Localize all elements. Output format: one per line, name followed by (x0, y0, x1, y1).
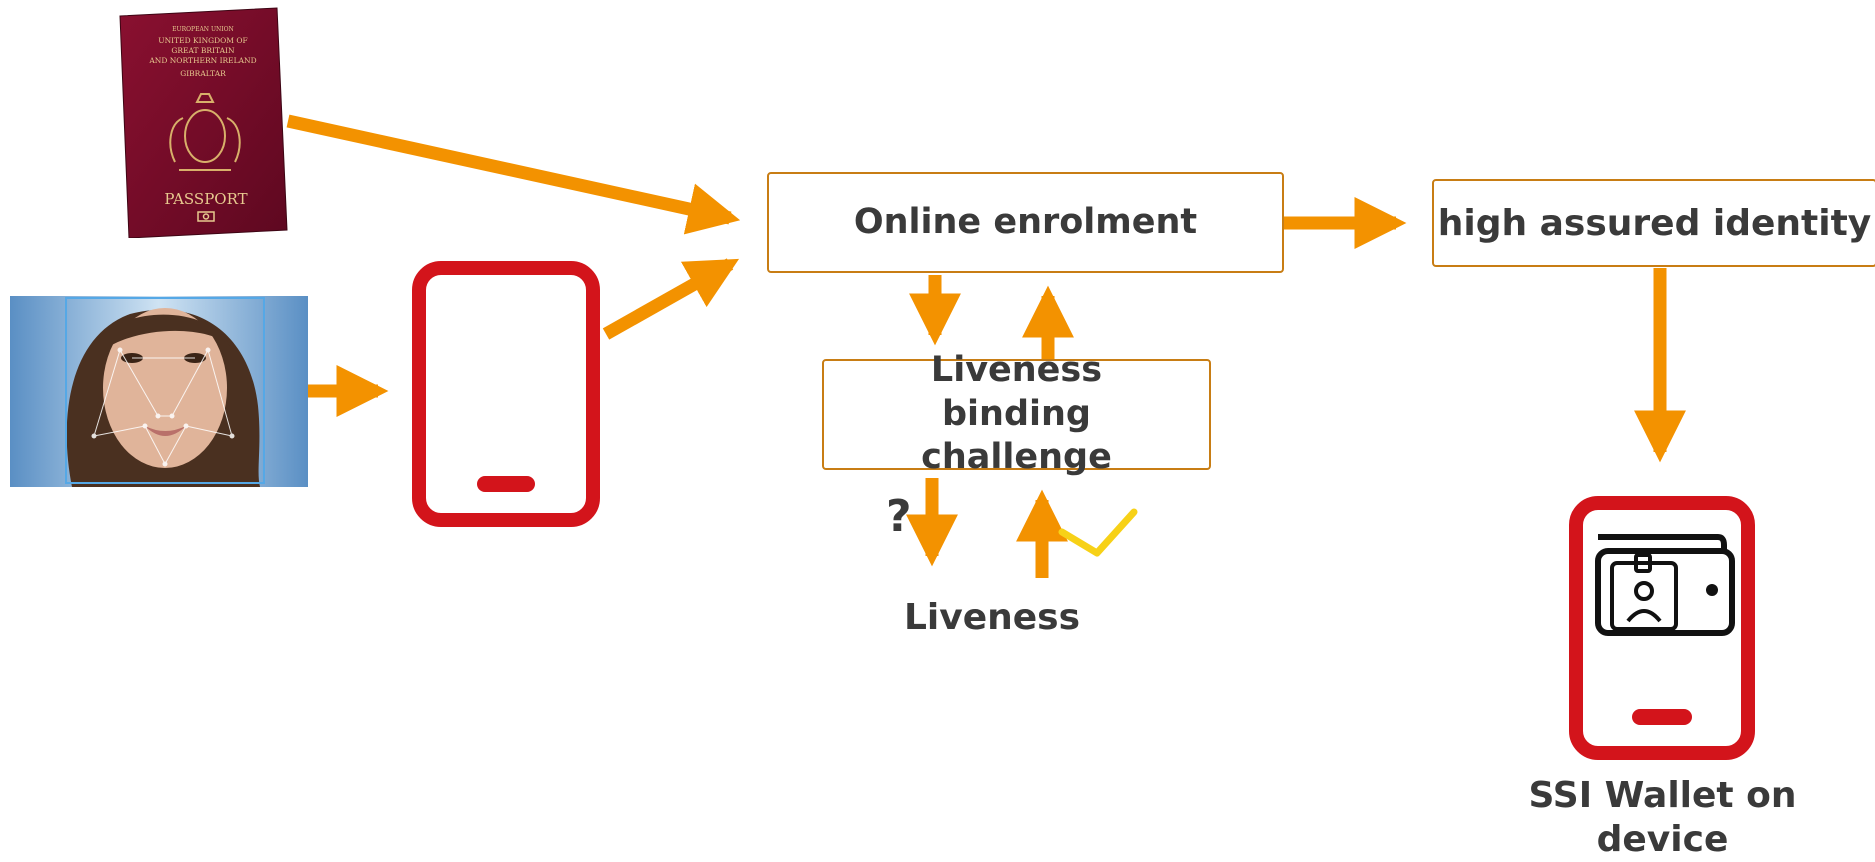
passport-line-1: UNITED KINGDOM OF (158, 36, 247, 45)
online-enrolment-box: Online enrolment (767, 172, 1284, 273)
online-enrolment-label: Online enrolment (853, 201, 1198, 242)
liveness-binding-challenge-label: Liveness binding challenge (921, 349, 1112, 478)
liveness-binding-challenge-box: Liveness binding challenge (822, 350, 1211, 477)
coat-of-arms-icon (169, 93, 241, 171)
checkmark-icon (1058, 508, 1138, 557)
smartphone-icon (412, 261, 600, 527)
question-mark-label: ? (886, 491, 912, 542)
passport-title: PASSPORT (164, 190, 247, 208)
face-mesh (91, 347, 235, 467)
liveness-label: Liveness (903, 597, 1081, 638)
high-assured-identity-label: high assured identity (1437, 202, 1872, 244)
ssi-wallet-label: SSI Wallet on device (1528, 775, 1797, 860)
passport-line-0: EUROPEAN UNION (172, 26, 234, 33)
passport-image: EUROPEAN UNION UNITED KINGDOM OF GREAT B… (119, 7, 288, 238)
passport-line-2: GREAT BRITAIN (171, 46, 235, 55)
passport-line-3: AND NORTHERN IRELAND (148, 56, 256, 65)
passport-line-4: GIBRALTAR (180, 69, 226, 78)
arrow-phone-to-enrolment (602, 258, 740, 340)
wallet-id-card-icon (1595, 534, 1735, 636)
biometric-chip-icon (197, 211, 215, 222)
face-recognition-image (10, 296, 308, 487)
high-assured-identity-box: high assured identity (1432, 179, 1875, 267)
arrow-passport-to-enrolment (286, 114, 741, 235)
wallet-phone-icon (1569, 496, 1755, 760)
